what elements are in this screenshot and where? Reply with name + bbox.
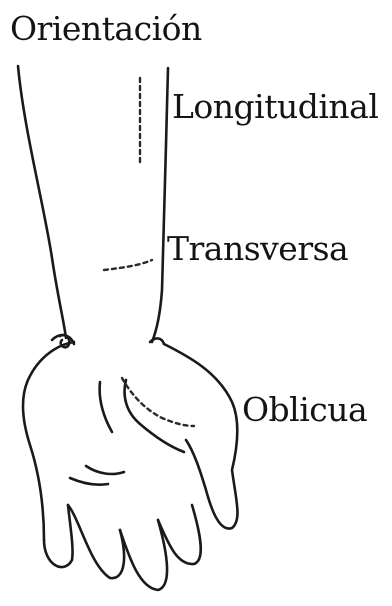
forearm-left-edge [18,66,66,338]
transverse-incision-line [104,260,152,270]
index-finger [158,505,201,564]
figure-title: Orientación [10,12,202,45]
hand-left-outline [23,342,74,540]
knuckle-crease-1 [86,466,124,474]
palm-inner-line [100,382,112,432]
ring-finger [68,505,124,578]
forearm-right-edge [152,68,168,342]
thumb-outline [164,344,237,529]
label-transversa: Transversa [167,232,348,265]
thumb-web-line [125,380,184,452]
little-finger [44,505,73,567]
label-longitudinal: Longitudinal [172,90,378,123]
middle-finger [120,520,167,590]
label-oblicua: Oblicua [242,393,367,426]
oblique-incision-line [122,378,194,426]
knuckle-crease-2 [70,478,108,485]
